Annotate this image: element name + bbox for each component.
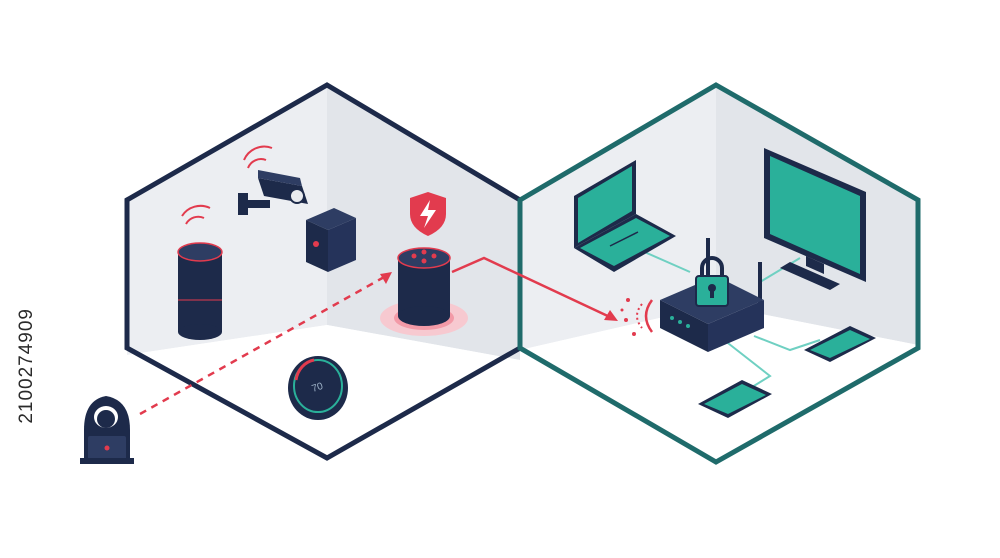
security-camera-icon [238, 145, 308, 215]
attack-path-dashed [139, 272, 392, 416]
smartphone-icon [698, 380, 772, 418]
smartphone-icon [804, 326, 876, 362]
thermostat-icon: 70 [288, 356, 348, 420]
attack-path-solid [451, 256, 618, 321]
smart-hub-icon [306, 208, 356, 272]
left-room [124, 82, 523, 461]
left-room-back-wall [127, 85, 327, 355]
router-lock-icon [660, 238, 764, 352]
shield-alert-icon [410, 192, 446, 236]
right-hex-outline [517, 82, 921, 465]
thermostat-reading: 70 [311, 381, 325, 395]
tv-monitor-icon [764, 148, 866, 290]
hooded-hacker-icon [80, 396, 134, 464]
laptop-icon [574, 160, 676, 272]
compromised-speaker-icon [380, 247, 468, 336]
signal-waves-icon [620, 298, 654, 336]
stock-id-text: 2100274909 [16, 308, 37, 424]
smart-speaker-icon [177, 204, 223, 340]
